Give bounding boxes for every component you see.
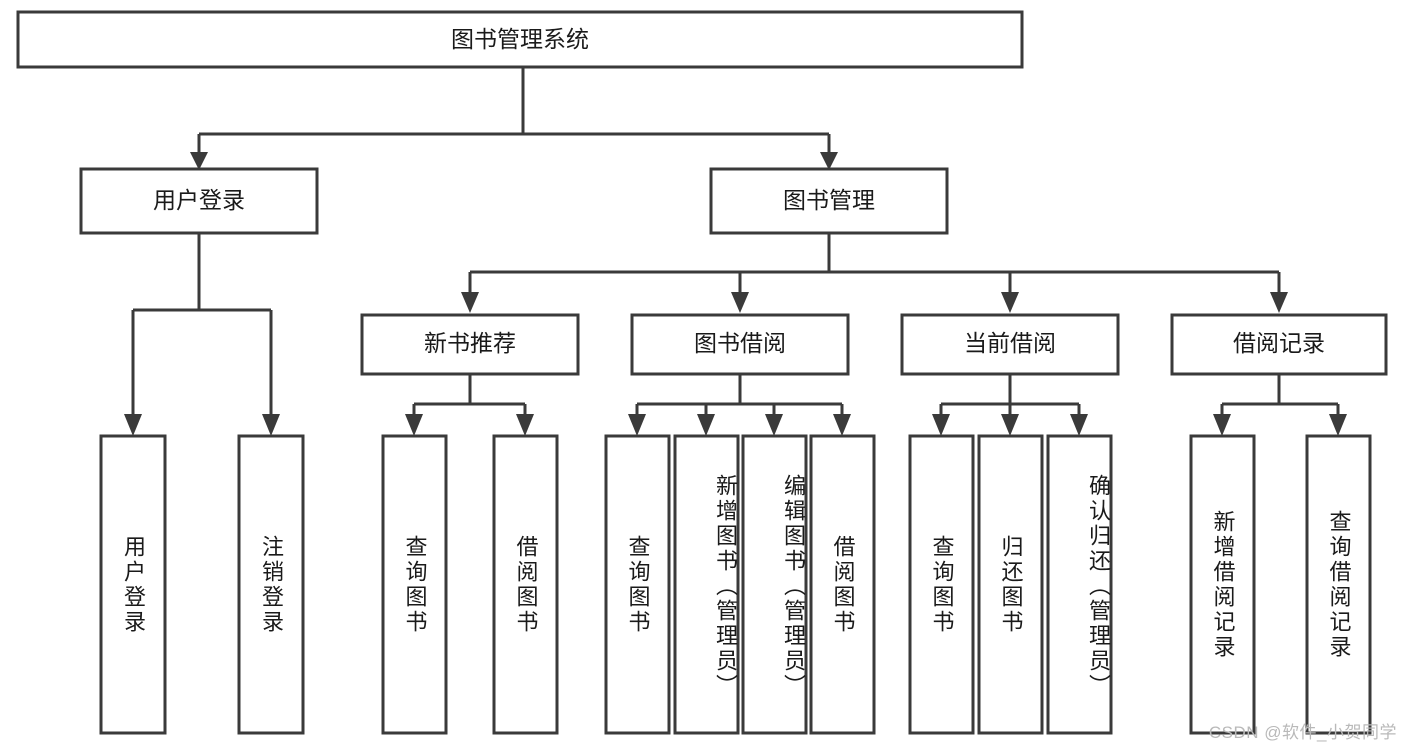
connector-layer [124, 67, 1347, 436]
node-leaf-nb-query-book-box[interactable] [381, 434, 448, 735]
node-borrow-record-label: 借阅记录 [1233, 330, 1325, 356]
node-leaf-nb-borrow-book-box[interactable] [492, 434, 559, 735]
node-layer: 图书管理系统 用户登录 图书管理 新书推荐 图书借阅 当前借阅 借阅记录 [16, 10, 1388, 735]
arrow-head-bb-leaf2 [697, 414, 715, 436]
node-user-login-label: 用户登录 [153, 187, 245, 213]
arrow-head-user-login [190, 152, 208, 170]
arrow-head-book-borrow [731, 292, 749, 313]
arrow-head-br-leaf2 [1329, 414, 1347, 436]
node-current-borrow-label: 当前借阅 [964, 330, 1056, 356]
arrow-head-nb-leaf2 [516, 414, 534, 436]
node-borrow-record-box[interactable] [1170, 313, 1388, 376]
arrow-head-bb-leaf1 [628, 414, 646, 436]
node-new-book-recommend-label: 新书推荐 [424, 330, 516, 356]
csdn-watermark: CSDN @软件_小贺同学 [1208, 723, 1397, 742]
node-root-box[interactable] [16, 10, 1024, 69]
arrow-head-current-borrow [1001, 292, 1019, 313]
arrow-head-cb-leaf3 [1070, 414, 1088, 436]
node-leaf-user-login-box[interactable] [99, 434, 167, 735]
node-leaf-bb-query-book-box[interactable] [604, 434, 671, 735]
node-user-login-box[interactable] [79, 167, 319, 235]
arrow-head-leaf-logout [262, 414, 280, 436]
arrow-head-leaf-user-login [124, 414, 142, 436]
node-book-management-box[interactable] [709, 167, 949, 235]
arrow-head-bb-leaf4 [833, 414, 851, 436]
node-leaf-br-add-record-box[interactable] [1189, 434, 1256, 735]
arrow-head-br-leaf1 [1213, 414, 1231, 436]
node-leaf-logout-box[interactable] [237, 434, 305, 735]
node-leaf-bb-add-book-box[interactable] [673, 434, 740, 735]
node-leaf-cb-return-book-box[interactable] [977, 434, 1044, 735]
node-current-borrow-box[interactable] [900, 313, 1120, 376]
node-leaf-bb-edit-book-box[interactable] [741, 434, 808, 735]
node-book-management-label: 图书管理 [783, 187, 875, 213]
arrow-head-nb-leaf1 [405, 414, 423, 436]
arrow-head-book-mgmt [820, 152, 838, 170]
node-book-borrow-box[interactable] [630, 313, 850, 376]
node-book-borrow-label: 图书借阅 [694, 330, 786, 356]
node-leaf-br-query-record-box[interactable] [1305, 434, 1372, 735]
node-leaf-bb-borrow-book-box[interactable] [809, 434, 876, 735]
arrow-head-borrow-record [1270, 292, 1288, 313]
arrow-head-bb-leaf3 [765, 414, 783, 436]
arrow-head-cb-leaf1 [932, 414, 950, 436]
node-root-label: 图书管理系统 [451, 26, 589, 52]
node-leaf-cb-confirm-return-box[interactable] [1046, 434, 1113, 735]
node-new-book-recommend-box[interactable] [360, 313, 580, 376]
arrow-head-cb-leaf2 [1001, 414, 1019, 436]
node-leaf-cb-query-book-box[interactable] [908, 434, 975, 735]
arrow-head-new-book [461, 292, 479, 313]
